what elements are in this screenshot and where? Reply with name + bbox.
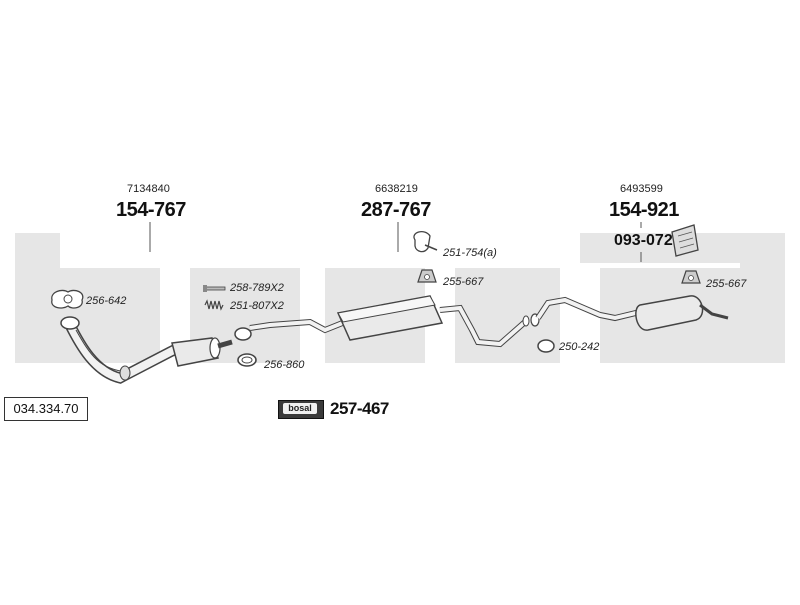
gasket-front-hole <box>63 294 73 304</box>
bosal-kit-badge: bosal <box>278 400 324 419</box>
rubber-mount-rear-hole <box>688 275 694 281</box>
catalyst-outlet <box>217 339 233 349</box>
mid-pipe-inner <box>249 319 346 333</box>
bolt-spring <box>203 285 226 311</box>
clamp-bracket-shape <box>413 230 431 253</box>
clamp-bracket-label: 251-754(a) <box>443 247 497 259</box>
mid-outlet-pipe-inner <box>439 305 527 347</box>
spring-coil <box>204 299 224 311</box>
bosal-kit-badge-text: bosal <box>283 403 317 414</box>
catalog-number: 034.334.70 <box>4 397 88 421</box>
front-downpipe-tube-inner <box>66 321 182 383</box>
catalyst-body <box>171 337 219 367</box>
oem-number-front: 7134840 <box>127 183 170 195</box>
watermark-cap <box>740 233 785 363</box>
part-number-mid: 287-767 <box>361 199 431 221</box>
rubber-mount-mid-hole <box>424 274 430 280</box>
gasket-front-shape <box>51 289 84 309</box>
kit-part-number: 257-467 <box>330 399 389 418</box>
rear-silencer <box>635 295 704 331</box>
rear-tailpipe <box>699 303 729 320</box>
flange-gasket <box>234 327 252 341</box>
middle-silencer-top <box>337 295 436 323</box>
watermark-b-bowl <box>60 268 160 363</box>
heat-shield-ribs <box>677 231 695 249</box>
mid-section <box>234 295 530 367</box>
mid-outlet-end <box>522 315 530 327</box>
bolt-label: 258-789X2 <box>230 282 284 294</box>
ring-gasket-inner <box>241 356 253 364</box>
mid-hardware <box>413 230 438 283</box>
leader-lines <box>149 222 642 262</box>
spring-label: 251-807X2 <box>230 300 284 312</box>
bosal-watermark <box>15 233 785 363</box>
oem-number-rear: 6493599 <box>620 183 663 195</box>
rear-section <box>530 224 729 353</box>
front-downpipe-flange <box>60 316 80 330</box>
oem-number-mid: 6638219 <box>375 183 418 195</box>
clamp-bracket-arm <box>424 244 438 251</box>
part-number-front: 154-767 <box>116 199 186 221</box>
clamp-rear-label: 250-242 <box>559 341 600 353</box>
front-downpipe-band <box>119 365 131 381</box>
rear-pipe-inner <box>536 297 641 321</box>
gasket-front <box>51 289 84 309</box>
ring-gasket-label: 256-860 <box>264 359 305 371</box>
front-downpipe <box>60 316 233 384</box>
bolt-shaft <box>204 286 226 291</box>
gasket-front-label: 256-642 <box>86 295 127 307</box>
rear-clamp <box>537 339 555 353</box>
rubber-mount-mid-label: 255-667 <box>443 276 484 288</box>
rubber-mount-rear-label: 255-667 <box>706 278 747 290</box>
part-number-rear: 154-921 <box>609 199 679 221</box>
heat-shield-label: 093-072 <box>614 232 673 249</box>
ring-gasket <box>237 353 257 367</box>
bolt-head <box>203 285 207 292</box>
catalyst-end <box>209 337 221 359</box>
